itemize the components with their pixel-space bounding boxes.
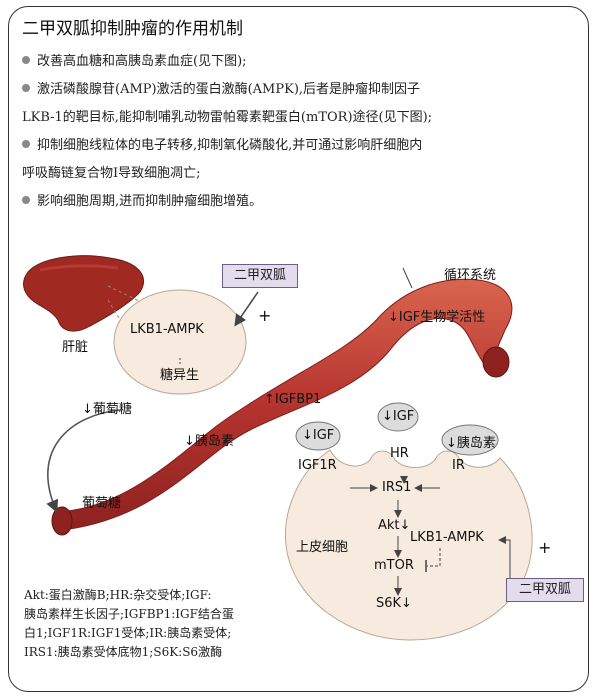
plus-sign-liver: + [258,306,272,325]
epithelial-cell [284,449,533,641]
bullet-continuation: LKB-1的靶目标,能抑制哺乳动物雷帕霉素靶蛋白(mTOR)途径(见下图); [22,110,433,125]
metformin-box-cell: 二甲双胍 [506,578,584,602]
liver-shape [23,255,144,332]
igfbp1-label: ↑IGFBP1 [264,392,322,407]
glucose-down-label: ↓葡萄糖 [82,402,132,417]
igf-ligand-center [377,402,419,432]
bullet-dot-icon [22,84,30,92]
bullet-dot-icon [22,140,30,148]
ir-label: IR [452,458,465,473]
vessel-end-right [482,346,510,378]
bullet-item: 抑制细胞线粒体的电子转移,抑制氧化磷酸化,并可通过影响肝细胞内 [22,132,582,160]
legend-line: 胰岛素样生长因子;IGFBP1:IGF结合蛋 [24,607,234,621]
bullet-continuation: 呼吸酶链复合物Ⅰ导致细胞凋亡; [22,166,201,181]
insulin-right-label: ↓胰岛素 [446,436,496,451]
igf1r-label: IGF1R [298,458,337,473]
bullet-item: 激活磷酸腺苷(AMP)激活的蛋白激酶(AMPK),后者是肿瘤抑制因子 [22,76,582,104]
igf-left-label: ↓IGF [302,428,335,443]
vessel-end-left [51,506,73,536]
circulation-label: 循环系统 [444,268,497,283]
plus-sign-cell: + [538,538,552,557]
liver-cell-oval [113,289,247,395]
glucose-label: 葡萄糖 [82,496,122,511]
legend-line: IRS1:胰岛素受体底物1;S6K:S6激酶 [24,645,223,659]
igf-bioactivity-label: ↓IGF生物学活性 [388,310,486,325]
bullet-list: 改善高血糖和高胰岛素血症(见下图); 激活磷酸腺苷(AMP)激活的蛋白激酶(AM… [22,48,582,216]
s6k-label: S6K↓ [376,596,412,611]
insulin-down-label: ↓胰岛素 [184,434,234,449]
mtor-label: mTOR [374,558,414,573]
bullet-dot-icon [22,196,30,204]
blood-vessel [59,278,513,531]
igf-center-label: ↓IGF [382,409,415,424]
metformin-box-liver: 二甲双胍 [222,264,298,288]
bullet-dot-icon [22,56,30,64]
irs1-label: IRS1 [382,480,412,495]
akt-label: Akt↓ [378,518,411,533]
panel-frame [8,6,589,692]
lkb-ampk-label: LKB1-AMPK [130,322,204,337]
igf-ligand-left [295,421,341,451]
insulin-ligand-right [441,424,499,456]
cell-lkb-ampk-label: LKB1-AMPK [410,530,484,545]
bullet-item: 影响细胞周期,进而抑制肿瘤细胞增殖。 [22,188,582,216]
legend-line: 白1;IGF1R:IGF1受体;IR:胰岛素受体; [24,626,232,640]
hr-label: HR [390,446,409,461]
bullet-item: 改善高血糖和高胰岛素血症(见下图); [22,48,582,76]
epithelial-cell-label: 上皮细胞 [296,540,349,555]
gluconeogenesis-label: 糖异生 [160,368,200,383]
page-title: 二甲双胍抑制肿瘤的作用机制 [22,19,243,39]
legend-line: Akt:蛋白激酶B;HR:杂交受体;IGF: [24,588,212,602]
abbreviation-legend: Akt:蛋白激酶B;HR:杂交受体;IGF: 胰岛素样生长因子;IGFBP1:I… [24,586,274,662]
liver-label: 肝脏 [62,340,89,355]
